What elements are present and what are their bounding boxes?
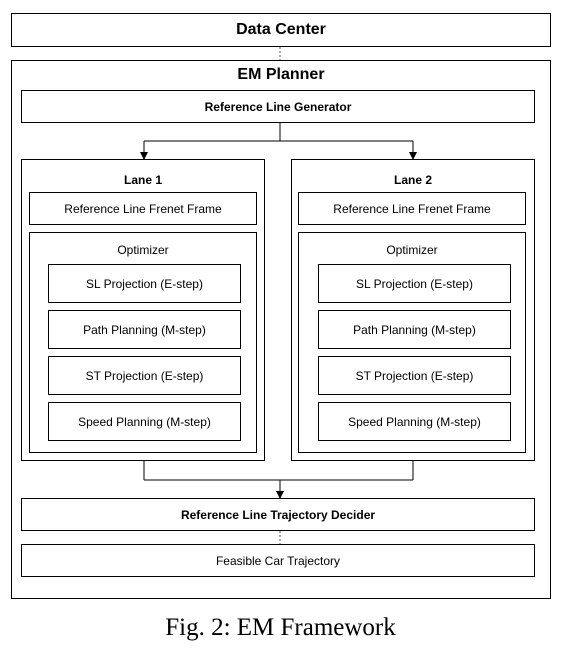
lane-2-step-label: Speed Planning (M-step) — [348, 414, 481, 429]
lane-1-step-label: SL Projection (E-step) — [86, 276, 203, 291]
feasible-trajectory-label: Feasible Car Trajectory — [215, 553, 341, 568]
lane-1-path-planning-box: Path Planning (M-step) — [48, 310, 241, 349]
lane-2-title: Lane 2 — [393, 173, 432, 187]
lane-1-title: Lane 1 — [123, 173, 162, 187]
lane-1-optimizer-box: Optimizer — [29, 232, 257, 453]
lane-2-sl-projection-box: SL Projection (E-step) — [318, 264, 511, 303]
lane-2-frenet-frame-box: Reference Line Frenet Frame — [298, 192, 526, 225]
lane-2-st-projection-box: ST Projection (E-step) — [318, 356, 511, 395]
trajectory-decider-box: Reference Line Trajectory Decider — [21, 498, 535, 531]
feasible-trajectory-box: Feasible Car Trajectory — [21, 544, 535, 577]
lane-1-st-projection-box: ST Projection (E-step) — [48, 356, 241, 395]
lane-2-frenet-frame-label: Reference Line Frenet Frame — [333, 201, 491, 216]
data-center-label: Data Center — [236, 21, 326, 38]
em-planner-box: EM Planner — [11, 60, 551, 599]
lane-2-path-planning-box: Path Planning (M-step) — [318, 310, 511, 349]
trajectory-decider-label: Reference Line Trajectory Decider — [180, 507, 376, 522]
em-planner-title: EM Planner — [237, 66, 325, 83]
reference-line-generator-box: Reference Line Generator — [21, 90, 535, 123]
lane-1-frenet-frame-box: Reference Line Frenet Frame — [29, 192, 257, 225]
data-center-box: Data Center — [11, 13, 551, 47]
lane-2-optimizer-title: Optimizer — [386, 243, 438, 257]
lane-1-step-label: Speed Planning (M-step) — [78, 414, 211, 429]
lane-1-step-label: ST Projection (E-step) — [85, 368, 204, 383]
lane-2-step-label: ST Projection (E-step) — [355, 368, 474, 383]
lane-2-speed-planning-box: Speed Planning (M-step) — [318, 402, 511, 441]
lane-1-speed-planning-box: Speed Planning (M-step) — [48, 402, 241, 441]
lane-2-step-label: SL Projection (E-step) — [356, 276, 473, 291]
lane-1-optimizer-title: Optimizer — [117, 243, 169, 257]
lane-2-optimizer-box: Optimizer — [298, 232, 526, 453]
figure-caption: Fig. 2: EM Framework — [165, 614, 396, 641]
reference-line-generator-label: Reference Line Generator — [204, 99, 352, 114]
lane-1-sl-projection-box: SL Projection (E-step) — [48, 264, 241, 303]
lane-1-frenet-frame-label: Reference Line Frenet Frame — [64, 201, 222, 216]
lane-1-step-label: Path Planning (M-step) — [83, 322, 206, 337]
lane-2-step-label: Path Planning (M-step) — [353, 322, 476, 337]
